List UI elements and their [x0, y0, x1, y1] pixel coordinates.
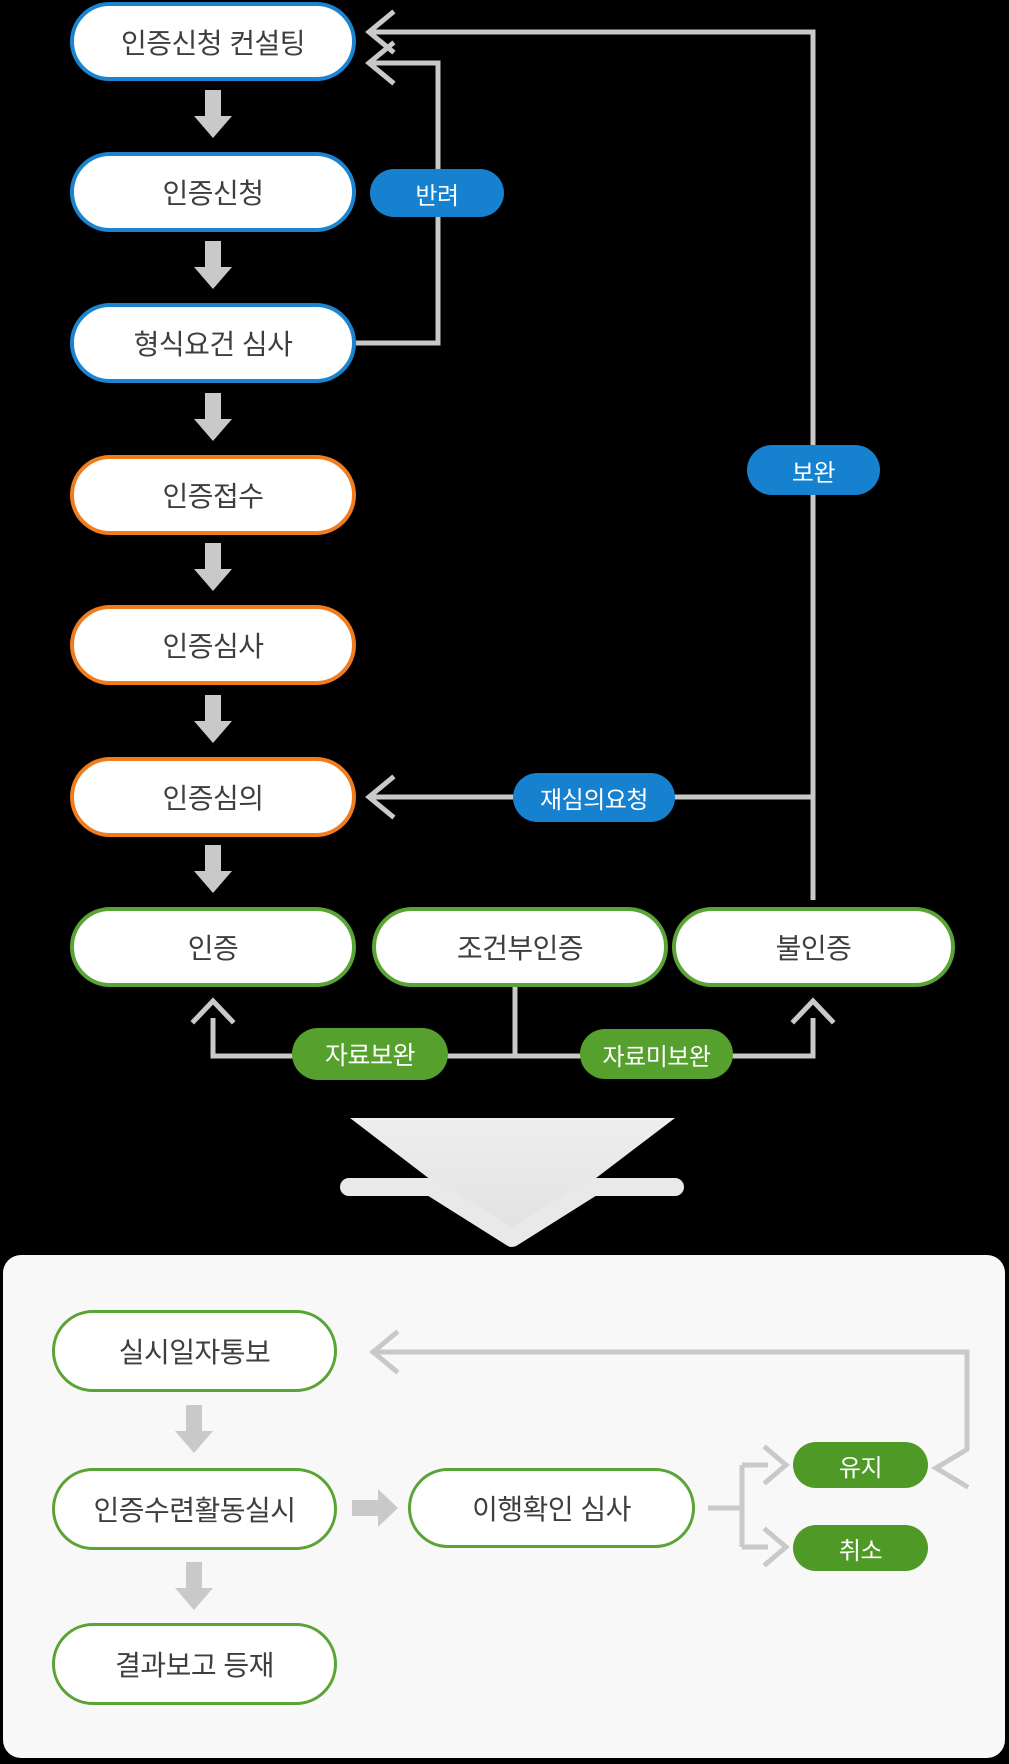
box-certified-training-activity: 인증수련활동실시: [52, 1468, 337, 1550]
box-not-certified: 불인증: [672, 907, 955, 987]
box-implementation-date-notice: 실시일자통보: [52, 1310, 337, 1392]
down-arrow-icon: [194, 241, 232, 289]
down-arrow-icon: [194, 393, 232, 441]
section-divider-chevron-icon: [340, 1178, 684, 1247]
section-divider-big-arrow-icon: [350, 1118, 675, 1242]
box-label: 인증심사: [162, 631, 264, 662]
feedback-arrowhead-left-icon: [369, 1329, 400, 1375]
down-arrow-icon: [175, 1562, 213, 1610]
box-label: 인증심의: [162, 783, 264, 814]
badge-label: 취소: [838, 1537, 883, 1565]
down-arrow-icon: [194, 90, 232, 138]
box-certification-review: 인증심사: [70, 605, 356, 685]
box-label: 결과보고 등재: [115, 1650, 274, 1681]
badge-cancel: 취소: [793, 1525, 928, 1571]
box-application: 인증신청: [70, 152, 356, 232]
box-label: 인증: [187, 933, 239, 964]
badge-label: 자료미보완: [602, 1043, 711, 1071]
box-conditional-certification: 조건부인증: [372, 907, 668, 987]
badge-label: 자료보완: [324, 1042, 416, 1070]
badge-label: 반려: [415, 182, 459, 210]
box-format-requirements-review: 형식요건 심사: [70, 303, 356, 383]
badge-supplement: 보완: [747, 445, 880, 495]
redeliberation-arrowhead-icon: [365, 774, 396, 820]
box-label: 인증신청 컨설팅: [120, 27, 306, 59]
up-arrowhead-certified-icon: [190, 997, 236, 1025]
branch-arrowhead-maintain-icon: [762, 1444, 790, 1486]
down-arrow-icon: [175, 1405, 213, 1453]
badge-data-not-supplemented: 자료미보완: [580, 1029, 733, 1079]
badge-redeliberation-request: 재심의요청: [513, 773, 675, 822]
branch-arrowhead-cancel-icon: [762, 1526, 790, 1568]
right-arrow-icon: [352, 1489, 398, 1527]
box-label: 형식요건 심사: [133, 329, 293, 360]
box-label: 실시일자통보: [118, 1337, 271, 1368]
box-label: 인증수련활동실시: [93, 1495, 296, 1526]
box-label: 인증신청: [162, 178, 264, 209]
up-arrowhead-rejected-icon: [790, 997, 836, 1025]
maintain-feedback-line: [375, 1349, 970, 1450]
badge-data-supplemented: 자료보완: [292, 1028, 448, 1080]
badge-reject: 반려: [370, 169, 504, 217]
box-certified: 인증: [70, 907, 356, 987]
box-certification-reception: 인증접수: [70, 455, 356, 535]
box-label: 불인증: [775, 933, 852, 964]
box-application-consulting: 인증신청 컨설팅: [70, 2, 356, 81]
reject-loop-arrowhead-icon: [365, 40, 396, 86]
down-arrow-icon: [194, 695, 232, 743]
supplement-loop-arrowhead-icon: [365, 9, 396, 55]
badge-maintain: 유지: [793, 1442, 928, 1488]
feedback-arrowhead-into-maintain-icon: [931, 1446, 970, 1490]
box-certification-deliberation: 인증심의: [70, 757, 356, 837]
check-branch-lines: [708, 1462, 768, 1550]
badge-label: 재심의요청: [540, 787, 648, 814]
box-implementation-check-review: 이행확인 심사: [408, 1468, 695, 1548]
badge-label: 유지: [838, 1454, 883, 1482]
box-label: 이행확인 심사: [472, 1494, 631, 1525]
box-result-report-registration: 결과보고 등재: [52, 1623, 337, 1705]
supplement-loop-line: [370, 29, 816, 900]
down-arrow-icon: [194, 845, 232, 893]
badge-label: 보완: [791, 459, 836, 487]
box-label: 인증접수: [162, 481, 264, 512]
down-arrow-icon: [194, 543, 232, 591]
box-label: 조건부인증: [456, 933, 584, 964]
